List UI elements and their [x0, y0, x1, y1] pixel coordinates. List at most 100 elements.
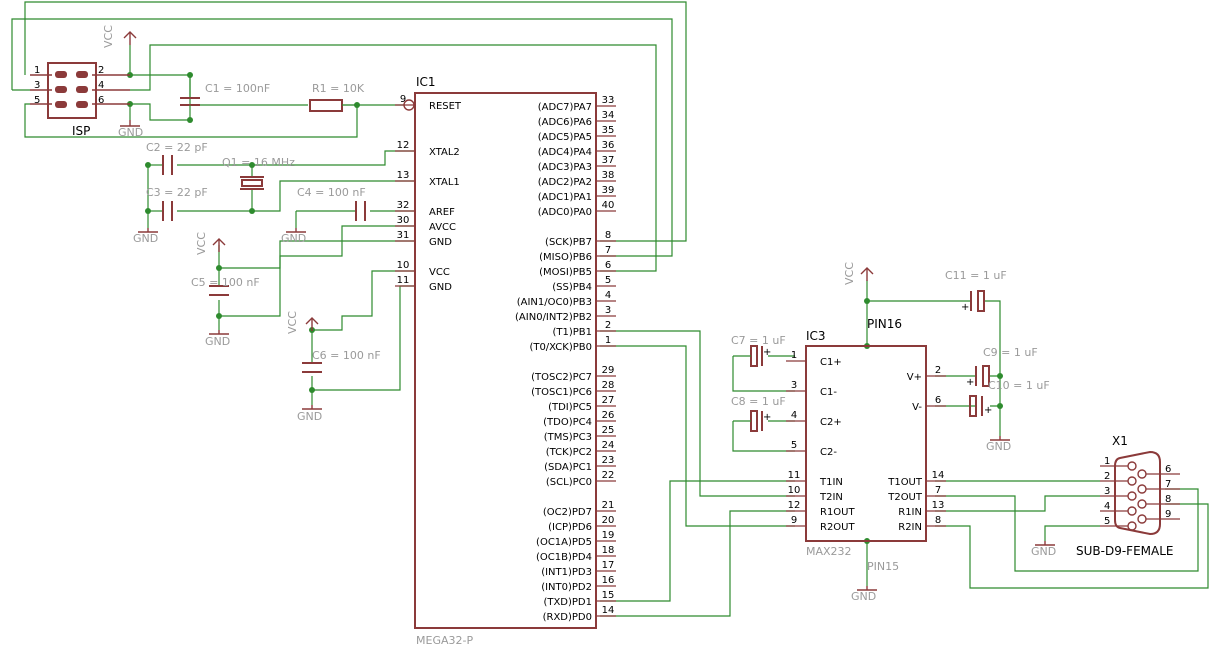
ic1-pin-34: 34	[602, 110, 615, 121]
ic1-pin-name-9: RESET	[429, 101, 462, 112]
ic3-pin-3: 3	[791, 380, 797, 391]
gnd-label-c6: GND	[297, 410, 322, 423]
ic1-pin-19: 19	[602, 530, 615, 541]
ic1-pin-name-16: (INT0)PD2	[541, 582, 592, 593]
ic1-pin-name-5: (SS)PB4	[552, 282, 592, 293]
ic1-pin-7: 7	[605, 245, 611, 256]
ic3-pin-name-5: C2-	[820, 447, 837, 458]
svg-text:+: +	[961, 302, 969, 313]
ic1-pin-33: 33	[602, 95, 615, 106]
ic1-pin-name-34: (ADC6)PA6	[538, 117, 592, 128]
c7-label: C7 = 1 uF	[731, 334, 786, 347]
isp-pin-6: 6	[98, 95, 104, 106]
ic1-pin-name-11: GND	[429, 282, 452, 293]
r1-label: R1 = 10K	[312, 82, 365, 95]
capacitors: C1 = 100nF C2 = 22 pF C3 = 22 pF C4 = 10…	[146, 82, 1050, 432]
ic1-pin-name-6: (MOSI)PB5	[539, 267, 592, 278]
ic1-pin-name-26: (TDO)PC4	[543, 417, 592, 428]
ic1-pin-name-29: (TOSC2)PC7	[531, 372, 592, 383]
ic1-pin-name-24: (TCK)PC2	[546, 447, 592, 458]
ic3-pin-name-13: R1IN	[898, 507, 922, 518]
ic1-pin-name-22: (SCL)PC0	[546, 477, 592, 488]
svg-text:+: +	[763, 412, 771, 423]
ic1-pin-2: 2	[605, 320, 611, 331]
ic1-pin-29: 29	[602, 365, 615, 376]
c3-label: C3 = 22 pF	[146, 186, 208, 199]
ic1-pin-36: 36	[602, 140, 615, 151]
ic1-pin-6: 6	[605, 260, 611, 271]
ic1-pin-name-4: (AIN1/OC0)PB3	[517, 297, 592, 308]
ic1-pin-28: 28	[602, 380, 615, 391]
ic1-pin-31: 31	[397, 230, 410, 241]
ic1-pin-name-3: (AIN0/INT2)PB2	[515, 312, 592, 323]
vcc-label-isp: VCC	[102, 25, 115, 48]
ic3-pin-6: 6	[935, 395, 941, 406]
ic1-pin-name-40: (ADC0)PA0	[538, 207, 592, 218]
ic3-pin-name-1: C1+	[820, 357, 842, 368]
ic1-pin-13: 13	[397, 170, 410, 181]
vcc-symbols: VCC VCC VCC VCC	[102, 25, 874, 334]
ic1-left-pins: 9RESET12XTAL213XTAL132AREF30AVCC31GND10V…	[395, 94, 462, 293]
ic1-pin-24: 24	[602, 440, 615, 451]
x1-pin-4: 4	[1104, 501, 1110, 512]
c8-label: C8 = 1 uF	[731, 395, 786, 408]
vcc-label-c5: VCC	[195, 232, 208, 255]
ic1-pin-name-17: (INT1)PD3	[541, 567, 592, 578]
ic1-pin-5: 5	[605, 275, 611, 286]
ic1-pin-name-39: (ADC1)PA1	[538, 192, 592, 203]
ic1-pin-name-2: (T1)PB1	[552, 327, 592, 338]
x1-part: SUB-D9-FEMALE	[1076, 544, 1173, 558]
crystal-q1: Q1 = 16 MHz	[222, 156, 295, 190]
c11-label: C11 = 1 uF	[945, 269, 1007, 282]
isp-label: ISP	[72, 124, 90, 138]
ic1-pin-name-14: (RXD)PD0	[543, 612, 592, 623]
c4-label: C4 = 100 nF	[297, 186, 366, 199]
ic1-pin-32: 32	[397, 200, 410, 211]
ic1-pin-16: 16	[602, 575, 615, 586]
gnd-label-max232: GND	[851, 590, 876, 603]
ic3-pin-10: 10	[788, 485, 801, 496]
ic1-pin-27: 27	[602, 395, 615, 406]
x1-pin-1: 1	[1104, 456, 1110, 467]
ic1-pin-name-38: (ADC2)PA2	[538, 177, 592, 188]
ic1-pin-38: 38	[602, 170, 615, 181]
ic1-pin-9: 9	[400, 94, 406, 105]
ic1-part: MEGA32-P	[416, 634, 473, 647]
vcc-label-c6: VCC	[286, 311, 299, 334]
ic1-name: IC1	[416, 75, 436, 89]
c2-label: C2 = 22 pF	[146, 141, 208, 154]
ic1-mega32: IC1 MEGA32-P 9RESET12XTAL213XTAL132AREF3…	[395, 75, 616, 647]
ic1-pin-name-35: (ADC5)PA5	[538, 132, 592, 143]
ic3-pin-2: 2	[935, 365, 941, 376]
ic3-name: IC3	[806, 329, 826, 343]
ic1-pin-14: 14	[602, 605, 615, 616]
ic3-pin-name-2: V+	[907, 372, 922, 383]
ic3-part: MAX232	[806, 545, 852, 558]
ic3-pin-7: 7	[935, 485, 941, 496]
ic1-pin-name-28: (TOSC1)PC6	[531, 387, 592, 398]
ic1-pin-26: 26	[602, 410, 615, 421]
ic3-pin-8: 8	[935, 515, 941, 526]
ic3-pin-4: 4	[791, 410, 797, 421]
ic1-pin-4: 4	[605, 290, 611, 301]
c10-label: C10 = 1 uF	[988, 379, 1050, 392]
ic3-pin-name-10: T2IN	[819, 492, 843, 503]
ic1-pin-name-10: VCC	[429, 267, 450, 278]
ic3-pin-12: 12	[788, 500, 801, 511]
ic3-max232: IC3 MAX232 PIN16 PIN15 1C1+3C1-4C2+5C2-1…	[786, 317, 946, 573]
ic3-pin-name-6: V-	[912, 402, 922, 413]
ic1-pin-name-1: (T0/XCK)PB0	[529, 342, 592, 353]
ic1-pin-11: 11	[397, 275, 410, 286]
ic1-pin-40: 40	[602, 200, 615, 211]
ic3-pin-11: 11	[788, 470, 801, 481]
ic1-pin-1: 1	[605, 335, 611, 346]
ic3-pin-name-7: T2OUT	[887, 492, 923, 503]
ic1-pin-23: 23	[602, 455, 615, 466]
ic1-pin-name-13: XTAL1	[429, 177, 460, 188]
ic1-pin-name-33: (ADC7)PA7	[538, 102, 592, 113]
ic3-pin-5: 5	[791, 440, 797, 451]
resistor-r1: R1 = 10K	[309, 82, 365, 112]
ic3-pin-name-4: C2+	[820, 417, 842, 428]
